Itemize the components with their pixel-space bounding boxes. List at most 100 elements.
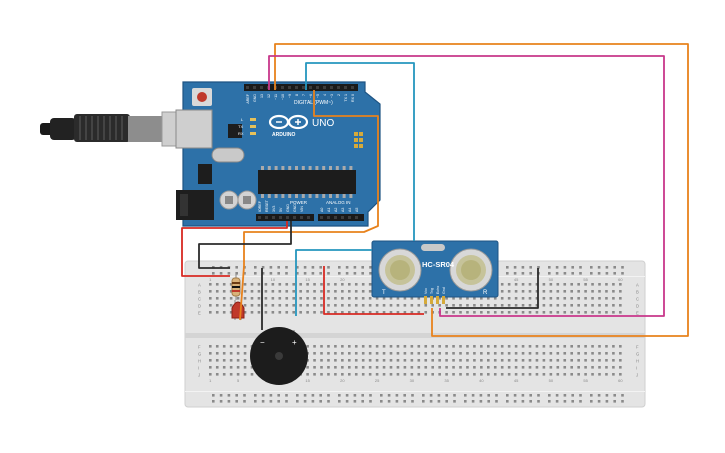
column-number-top: 45 [514,277,519,282]
pin-label: RESET [265,199,269,212]
row-letter: A [198,283,201,288]
pin-label: TX 1 [344,94,348,102]
wire-teal-digital [305,62,415,241]
wire-orange-led [239,90,379,321]
usb-port [175,109,213,149]
column-number-bottom: 15 [305,378,310,383]
microcontroller-chip [258,170,356,194]
row-letter: G [198,352,201,357]
led-label-tx: TX [238,124,243,129]
column-number-bottom: 30 [410,378,415,383]
row-letter: E [636,311,639,316]
pin-label: ~5 [316,94,320,98]
sensor-corner-r: R [483,290,488,296]
column-number-top: 20 [340,277,345,282]
row-letter: I [636,366,637,371]
column-number-bottom: 25 [375,378,380,383]
pin-label: 3V3 [272,206,276,212]
pin-label: GND [286,204,290,212]
column-number-bottom: 35 [444,378,449,383]
pin-label: RX 0 [351,94,355,102]
row-letter: F [198,345,201,350]
column-number-top: 55 [583,277,588,282]
column-number-top: 60 [618,277,623,282]
wire-magenta-echo [268,55,665,317]
pin-label: ~10 [281,94,285,100]
row-letter: G [636,352,639,357]
column-number-bottom: 45 [514,378,519,383]
pin-label: ~11 [274,94,278,100]
pin-label: 2 [337,94,341,96]
pin-label: ~9 [288,94,292,98]
pin-label: A1 [327,208,331,212]
pin-label: IOREF [258,200,262,212]
column-number-top: 50 [549,277,554,282]
arduino-board[interactable]: L TX RX UNO ARDUINO DIGITAL (PWM~) POWER… [175,81,381,227]
led-label-l: L [241,117,244,122]
power-header[interactable] [256,214,314,221]
pin-label: GND [253,94,257,102]
power-header-label: POWER [290,200,308,205]
wire-teal-sensor [295,249,372,316]
wire-black-sensor [446,268,539,309]
row-letter: A [636,283,639,288]
pin-label: 13 [260,94,264,98]
column-number-bottom: 1 [209,378,212,383]
row-letter: D [198,304,201,309]
row-letter: H [636,359,639,364]
pin-label: 5V [279,207,283,212]
column-number-bottom: 60 [618,378,623,383]
board-name: UNO [312,118,334,129]
resistor[interactable] [231,272,241,300]
pin-label: VIN [300,206,304,212]
wire-red-5v [181,221,288,277]
digital-header[interactable] [244,84,358,91]
sensor-pin-label: Echo [436,286,440,294]
sensor-pin-label: Trig [430,288,434,294]
row-letter: E [198,311,201,316]
buzzer-minus-label: − [260,338,265,347]
pin-label: 12 [267,94,271,98]
column-number-bottom: 20 [340,378,345,383]
row-letter: I [198,366,199,371]
buzzer-plus-label: + [292,338,297,347]
column-number-bottom: 5 [237,378,240,383]
pin-label: AREF [246,93,250,103]
row-letter: F [636,345,639,350]
column-number-top: 1 [209,277,212,282]
pin-label: GND [293,204,297,212]
sensor-name: HC-SR04 [422,260,455,269]
arduino-logo-icon [268,114,309,130]
sensor-corner-t: T [382,290,386,296]
pin-label: A0 [320,208,324,212]
analog-header-label: ANALOG IN [326,200,351,205]
pin-label: A5 [355,208,359,212]
row-letter: B [198,290,201,295]
reset-button-cap[interactable] [197,92,207,102]
column-number-bottom: 40 [479,378,484,383]
pin-label: A3 [341,208,345,212]
pin-label: 4 [323,94,327,96]
led-label-rx: RX [238,131,244,136]
column-number-bottom: 50 [549,378,554,383]
column-number-bottom: 55 [583,378,588,383]
row-letter: B [636,290,639,295]
pin-label: A4 [348,208,352,212]
wire-orange-trig [274,43,689,337]
pin-label: ~3 [330,94,334,98]
brand-label: ARDUINO [272,132,295,138]
row-letter: J [198,373,200,378]
pin-label: 8 [295,94,299,96]
wire-black-gnd [198,221,292,269]
pin-label: ~6 [309,94,313,98]
row-letter: J [636,373,638,378]
row-letter: C [636,297,639,302]
row-letter: H [198,359,201,364]
wire-red-sensor [323,266,424,315]
piezo-buzzer[interactable]: − + [250,327,308,385]
sensor-pin-label: Gnd [442,287,446,294]
column-number-top: 15 [305,277,310,282]
row-letter: C [198,297,201,302]
